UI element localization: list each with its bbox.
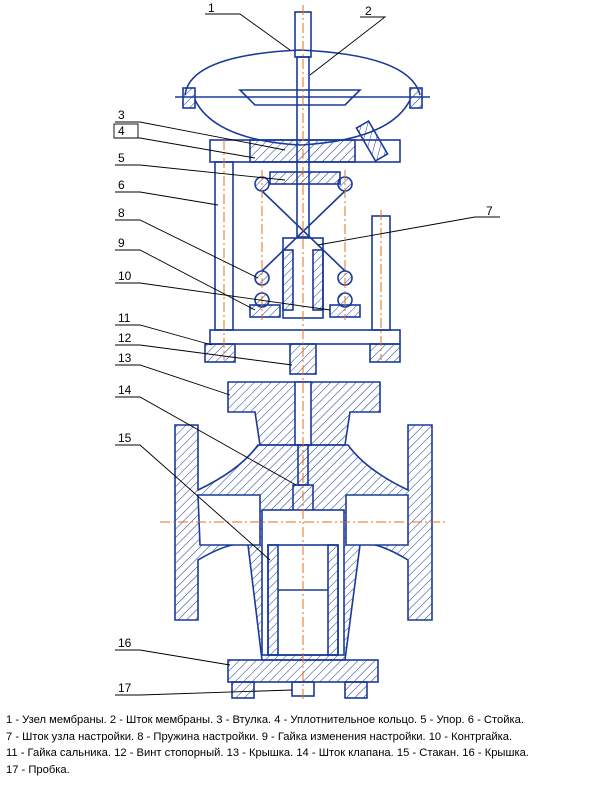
callout-1: 1: [208, 1, 215, 15]
legend-line-1: 1 - Узел мембраны. 2 - Шток мембраны. 3 …: [6, 714, 524, 726]
membrane-upper-dome: [184, 49, 421, 96]
callout-10: 10: [118, 269, 132, 283]
gland-nut-left: [204, 343, 236, 363]
callout-17: 17: [118, 681, 132, 695]
gland-nut-right: [369, 343, 401, 363]
callout-4: 4: [118, 124, 125, 138]
stop-part: [269, 171, 341, 185]
membrane-bolt-left: [182, 87, 196, 109]
callout-2: 2: [365, 4, 372, 18]
callout-11: 11: [118, 311, 131, 325]
membrane-bolt-right: [409, 87, 423, 109]
legend-line-2: 7 - Шток узла настройки. 8 - Пружина нас…: [6, 730, 513, 743]
callout-6: 6: [118, 178, 125, 192]
legend-line-3: 11 - Гайка сальника. 12 - Винт стопорный…: [6, 747, 529, 759]
callout-16: 16: [118, 636, 132, 650]
callout-numbers: 1 2 3 4 5 6 7 8 9 10 11 12 13 14 15 16 1…: [113, 1, 493, 695]
callout-5: 5: [118, 151, 125, 165]
callout-4-box: [113, 123, 139, 139]
legend-line-4: 17 - Пробка.: [6, 763, 70, 776]
callout-7: 7: [486, 204, 493, 218]
callout-14: 14: [118, 383, 132, 397]
membrane-plate: [238, 89, 362, 106]
callout-15: 15: [118, 431, 132, 445]
center-lines: [160, 5, 445, 700]
parts-legend: 1 - Узел мембраны. 2 - Шток мембраны. 3 …: [6, 712, 602, 778]
lower-yoke-plate: [209, 329, 401, 345]
side-fitting: [355, 119, 389, 163]
callout-9: 9: [118, 236, 125, 250]
leader-lines: [115, 13, 500, 696]
callout-13: 13: [118, 351, 132, 365]
callout-3: 3: [118, 108, 125, 122]
callout-12: 12: [118, 331, 132, 345]
valve-assembly-drawing: 1 2 3 4 5 6 7 8 9 10 11 12 13 14 15 16 1…: [113, 1, 500, 700]
membrane-stem: [296, 56, 310, 238]
callout-8: 8: [118, 206, 125, 220]
adjust-nut: [249, 304, 281, 318]
